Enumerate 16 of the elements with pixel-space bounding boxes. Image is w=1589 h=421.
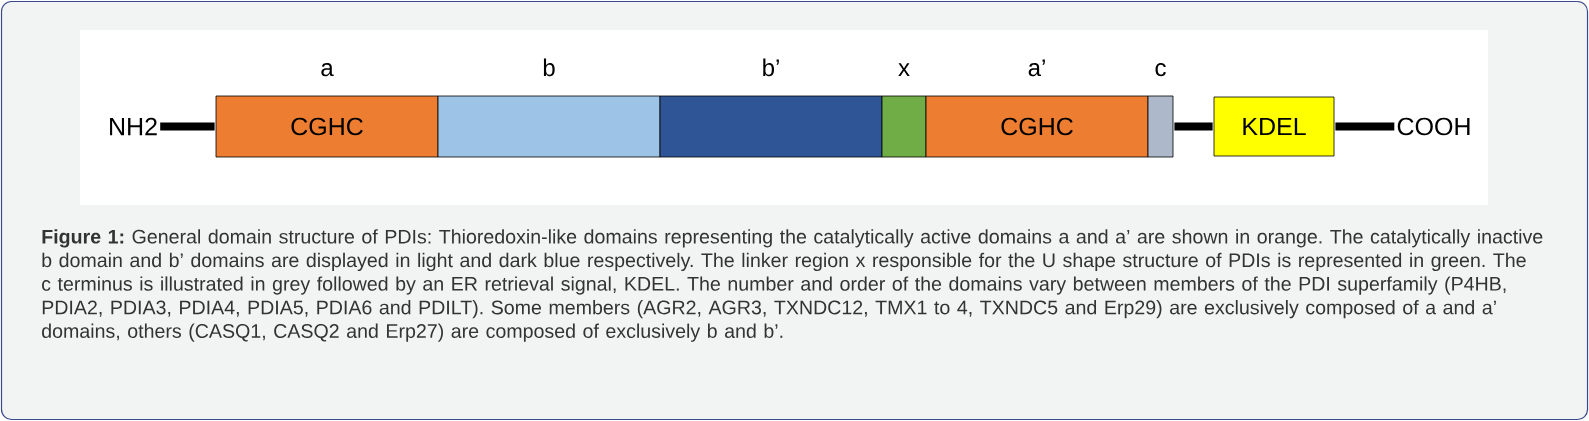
domain-box: CGHC	[925, 95, 1149, 158]
figure-caption: Figure 1: General domain structure of PDIs: Thioredoxin-like domains representing the catalytically active domains a and a’ are shown in orange. The catalytically inactive b domain and b’ domains are displayed in light and dark blue respectively. The linker region x responsible for the U shape structure of PDIs is represented in green. The c terminus is illustrated in grey followed by an ER retrieval signal, KDEL. The number and order of the domains vary between members of the PDI superfamily (P4HB, PDIA2, PDIA3, PDIA4, PDIA5, PDIA6 and PDILT). Some members (AGR2, AGR3, TXNDC12, TMX1 to 4, TXNDC5 and Erp29) are exclusively composed of a and a’ domains, others (CASQ1, CASQ2 and Erp27) are composed of exclusively b and b’.	[42, 229, 1543, 342]
domain-box: CGHC	[215, 95, 439, 158]
domain-letter: a	[321, 63, 334, 77]
signal-box: KDEL	[1213, 96, 1335, 157]
terminus-label: NH2	[110, 117, 157, 136]
terminus-label: COOH	[1397, 117, 1470, 136]
domain-box	[437, 95, 661, 158]
domain-letter: a’	[1028, 59, 1045, 77]
domain-box	[659, 95, 883, 158]
domain-box	[881, 95, 927, 158]
domain-letter: b’	[763, 58, 779, 77]
domain-letter: x	[898, 63, 910, 76]
domain-letter: c	[1155, 63, 1166, 77]
domain-letter: b	[543, 58, 555, 77]
domain-box	[1147, 95, 1174, 158]
